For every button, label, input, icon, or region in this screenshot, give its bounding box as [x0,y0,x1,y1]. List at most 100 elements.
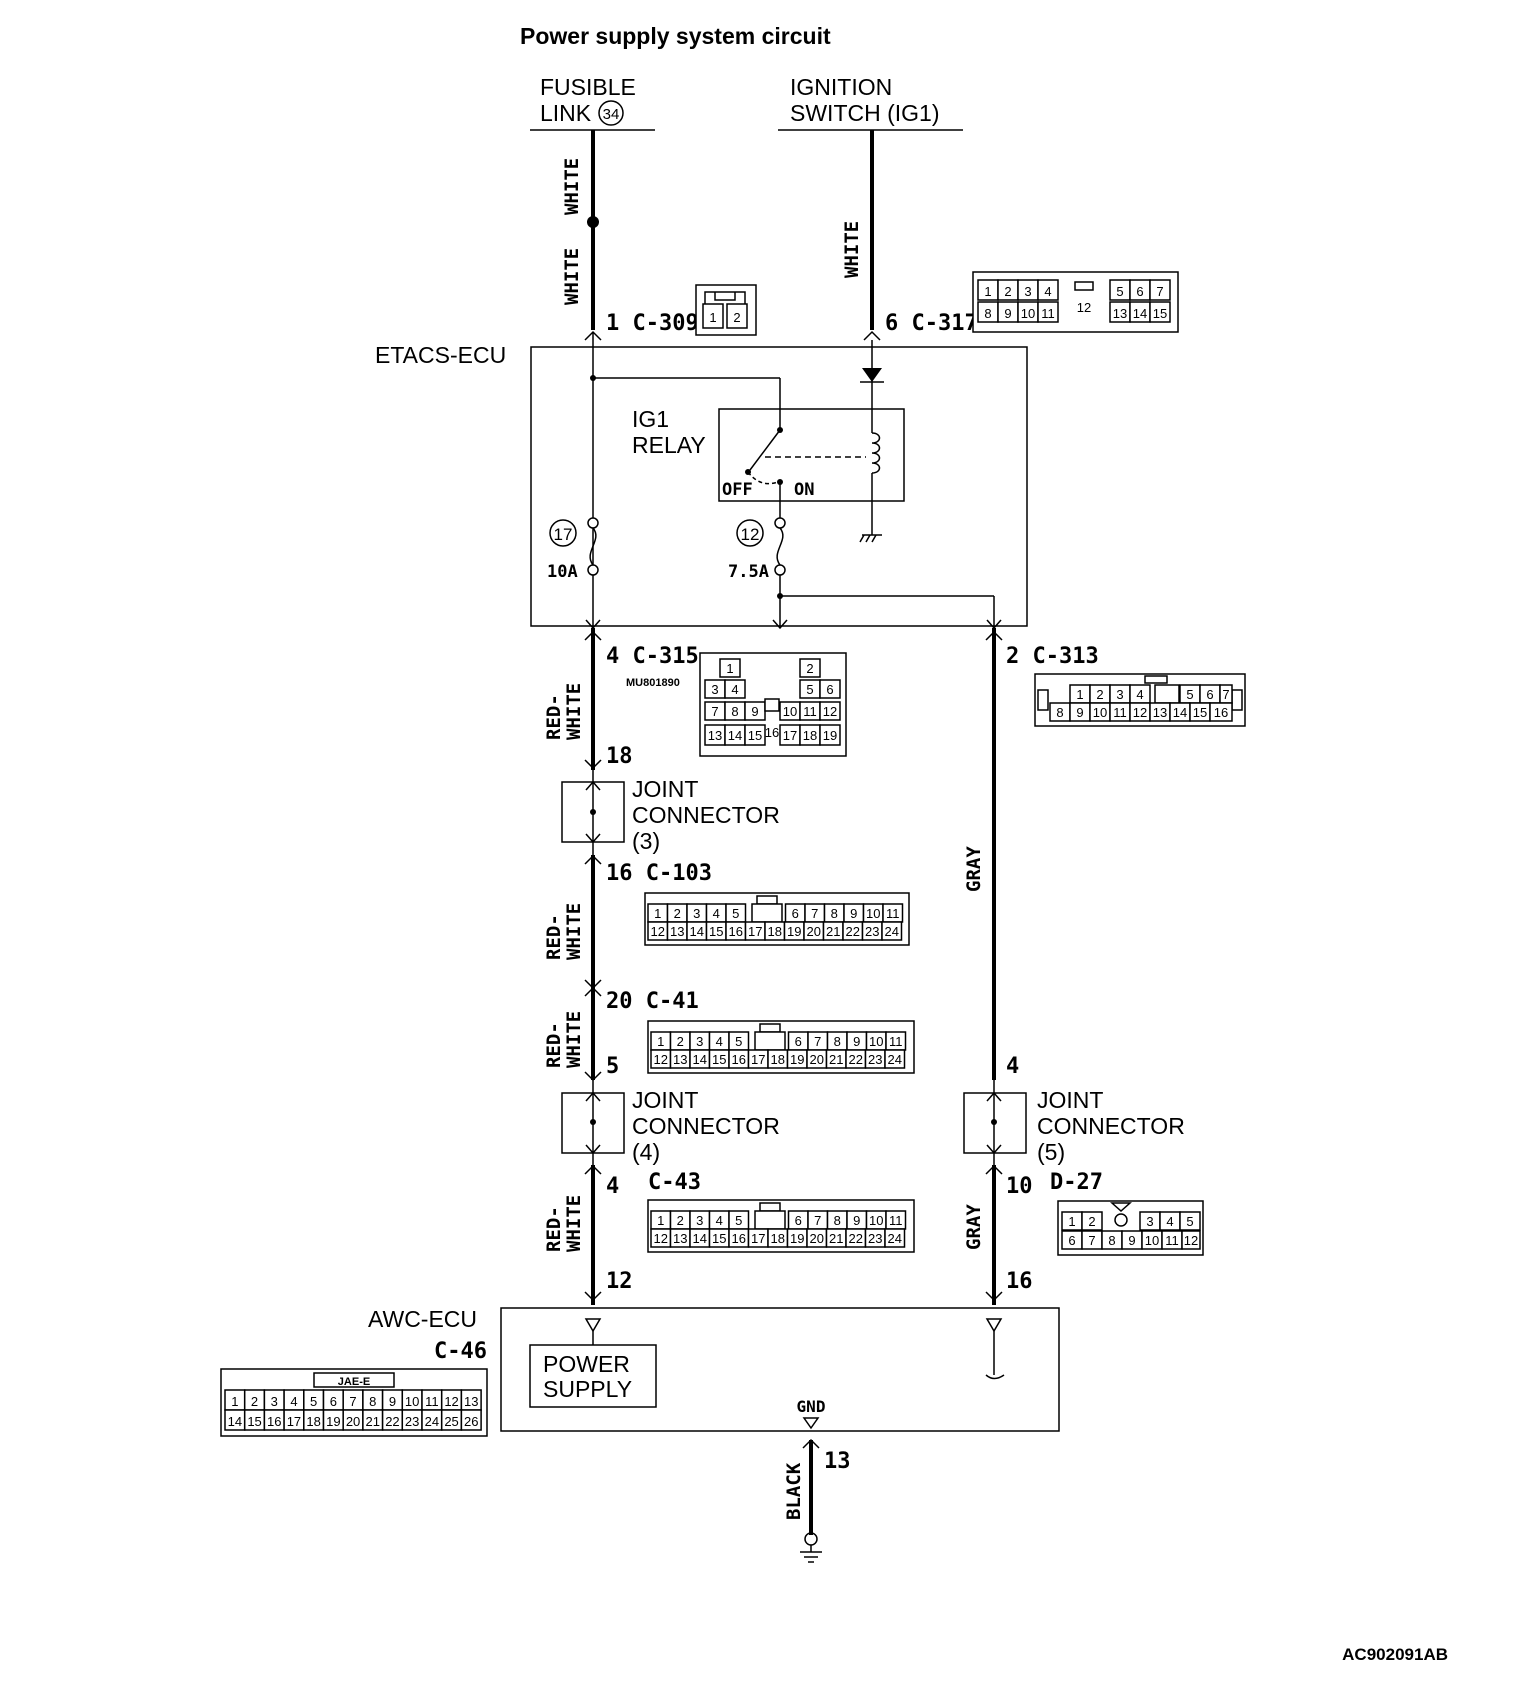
svg-text:4: 4 [731,682,738,697]
connector-pin-label: 5 [310,1394,317,1409]
ignition-switch-label-2: SWITCH (IG1) [790,100,940,126]
connector-pin-label: 13 [670,924,684,939]
connector-pin-label: 16 [729,924,743,939]
gnd-label: GND [797,1397,826,1416]
connector-pin-label: 21 [366,1414,380,1429]
pin-c43-number: 4 [606,1174,619,1199]
connector-pin-label: 2 [677,1034,684,1049]
connector-pin-label: 3 [696,1213,703,1228]
ig1-relay-label-2: RELAY [632,432,706,458]
fuse-17-rating: 10A [547,562,578,582]
connector-pin-label: 4 [716,1213,723,1228]
connector-pin-label: 10 [866,906,880,921]
joint-connector-5 [963,1092,1027,1154]
connector-pin-label: 23 [865,924,879,939]
connector-pin-label: 1 [657,1034,664,1049]
wire-label-white-b: WHITE [561,248,583,305]
svg-text:6: 6 [1068,1233,1075,1248]
pin-c103: 16 C-103 [606,861,712,886]
svg-text:11: 11 [803,704,817,719]
connector-pin-label: 22 [385,1414,399,1429]
wire-label-rw4-b: WHITE [563,1195,585,1252]
fusible-link-number: 34 [603,106,620,123]
fuse-17-icon [589,527,597,566]
connector-pin-label: 16 [267,1414,281,1429]
connector-pin-label: 14 [693,1052,707,1067]
connector-pin-label: 5 [735,1213,742,1228]
pin-c313: 2 C-313 [1006,644,1099,669]
ignition-switch-label: IGNITION [790,74,892,100]
svg-text:7: 7 [711,704,718,719]
connector-pin-label: 8 [369,1394,376,1409]
pin-c41: 20 C-41 [606,989,699,1014]
svg-text:3: 3 [1024,284,1031,299]
svg-text:9: 9 [751,704,758,719]
svg-text:2: 2 [733,310,740,325]
connector-pin-label: 17 [748,924,762,939]
connector-pin-label: 11 [889,1213,903,1228]
pin-c309: 1 C-309 [606,311,699,336]
connector-pin-label: 14 [228,1414,242,1429]
connector-pin-label: 7 [349,1394,356,1409]
svg-text:JAE-E: JAE-E [338,1376,370,1388]
svg-text:10: 10 [1021,306,1035,321]
connector-pin-label: 17 [751,1052,765,1067]
connector-pin-label: 23 [868,1052,882,1067]
connector-pin-label: 19 [790,1231,804,1246]
wire-label-white-a: WHITE [561,158,583,215]
svg-text:10: 10 [1093,705,1107,720]
joint-4-label-2: CONNECTOR [632,1113,780,1139]
relay-on-label: ON [794,480,814,500]
connector-pin-label: 1 [657,1213,664,1228]
svg-text:15: 15 [1193,705,1207,720]
etacs-ecu-box [530,346,1028,627]
joint-4-label-3: (4) [632,1139,660,1165]
connector-pin-label: 15 [712,1231,726,1246]
awc-ecu-box [500,1307,1060,1432]
fuse-12-icon [776,527,784,566]
connector-pin-label: 5 [735,1034,742,1049]
svg-text:15: 15 [748,728,762,743]
connector-pin-label: 14 [690,924,704,939]
connector-pin-label: 7 [814,1034,821,1049]
svg-text:14: 14 [1133,306,1147,321]
connector-pin-label: 14 [693,1231,707,1246]
svg-text:7: 7 [1156,284,1163,299]
connector-pin-label: 6 [792,906,799,921]
svg-text:1: 1 [726,661,733,676]
connector-d27: 1 2 3 4 5 6 7 8 9 10 11 12 [1057,1200,1204,1256]
svg-text:13: 13 [1153,705,1167,720]
connector-pin-label: 10 [405,1394,419,1409]
svg-text:8: 8 [731,704,738,719]
connector-pin-label: 10 [869,1213,883,1228]
connector-pin-label: 9 [853,1213,860,1228]
joint-5-label: JOINT [1037,1087,1103,1113]
svg-text:2: 2 [1096,687,1103,702]
connector-pin-label: 3 [271,1394,278,1409]
connector-pin-label: 9 [853,1034,860,1049]
svg-text:9: 9 [1076,705,1083,720]
connector-pin-label: 2 [677,1213,684,1228]
fusible-link-label-2: LINK [540,100,592,126]
wire-label-white-c: WHITE [841,221,863,278]
svg-text:19: 19 [823,728,837,743]
svg-text:10: 10 [1145,1233,1159,1248]
connector-pin-label: 5 [732,906,739,921]
connector-pin-label: 24 [885,924,899,939]
svg-text:6: 6 [1206,687,1213,702]
svg-text:9: 9 [1128,1233,1135,1248]
connector-pin-label: 17 [751,1231,765,1246]
connector-c313: 1 2 3 4 5 6 7 8 9 10 11 12 13 14 15 16 [1034,673,1246,727]
connector-pin-label: 7 [814,1213,821,1228]
svg-text:1: 1 [984,284,991,299]
svg-text:1: 1 [709,310,716,325]
connector-pin-label: 20 [810,1052,824,1067]
connector-pin-label: 15 [247,1414,261,1429]
joint-4-label: JOINT [632,1087,698,1113]
fusible-link-label: FUSIBLE [540,74,636,100]
svg-text:2: 2 [806,661,813,676]
connector-pin-label: 2 [251,1394,258,1409]
wire-label-rw2-a: RED- [543,914,565,960]
